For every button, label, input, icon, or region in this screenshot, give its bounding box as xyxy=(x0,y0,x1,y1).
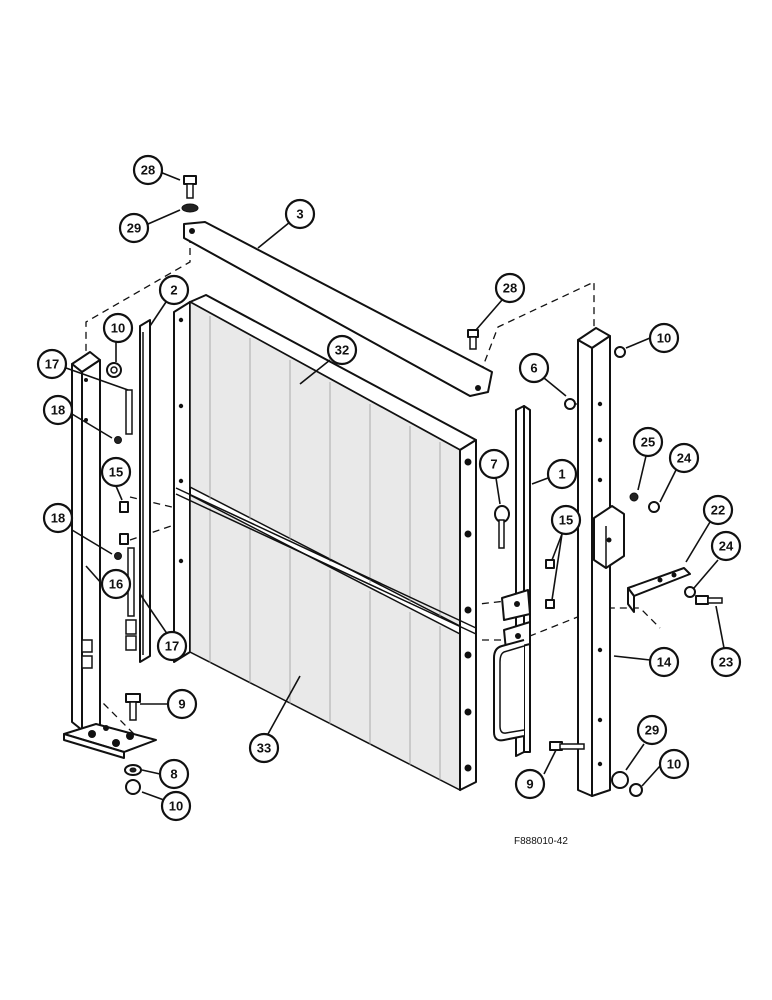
svg-text:16: 16 xyxy=(109,577,123,592)
svg-text:28: 28 xyxy=(141,163,155,178)
callout-24: 24 xyxy=(710,530,742,562)
svg-text:22: 22 xyxy=(711,503,725,518)
fasteners xyxy=(106,175,723,797)
leader-lines xyxy=(65,171,725,801)
left-pins-and-latches xyxy=(114,389,137,651)
svg-text:6: 6 xyxy=(530,361,537,376)
callout-16: 16 xyxy=(100,568,132,600)
right-upright-part-14 xyxy=(577,327,625,797)
svg-text:8: 8 xyxy=(170,767,177,782)
svg-text:17: 17 xyxy=(165,639,179,654)
callout-24: 24 xyxy=(668,442,700,474)
radiator-fins xyxy=(209,316,441,780)
svg-text:18: 18 xyxy=(51,403,65,418)
callout-28: 28 xyxy=(132,154,164,186)
callout-10: 10 xyxy=(658,748,690,780)
callout-18: 18 xyxy=(42,502,74,534)
svg-text:28: 28 xyxy=(503,281,517,296)
svg-text:10: 10 xyxy=(667,757,681,772)
callout-6: 6 xyxy=(518,352,550,384)
callout-15: 15 xyxy=(100,456,132,488)
left-upright-bracket xyxy=(63,351,157,759)
callout-10: 10 xyxy=(648,322,680,354)
callout-2: 2 xyxy=(158,274,190,306)
svg-text:3: 3 xyxy=(296,207,303,222)
left-strip-part-2 xyxy=(139,319,151,663)
figure-code: F888010-42 xyxy=(514,836,568,847)
callouts: 28 29 3 2 28 10 32 17 18 6 10 15 7 1 25 … xyxy=(36,154,742,822)
radiator-assembly xyxy=(173,294,477,792)
svg-text:29: 29 xyxy=(127,221,141,236)
svg-text:9: 9 xyxy=(178,697,185,712)
callout-23: 23 xyxy=(710,646,742,678)
svg-text:33: 33 xyxy=(257,741,271,756)
svg-text:1: 1 xyxy=(558,467,565,482)
svg-text:32: 32 xyxy=(335,343,349,358)
svg-text:10: 10 xyxy=(169,799,183,814)
callout-1: 1 xyxy=(546,458,578,490)
callout-10: 10 xyxy=(102,312,134,344)
callout-28: 28 xyxy=(494,272,526,304)
door-strip-part-1 xyxy=(493,405,531,757)
svg-text:10: 10 xyxy=(657,331,671,346)
svg-text:9: 9 xyxy=(526,777,533,792)
svg-text:7: 7 xyxy=(490,457,497,472)
svg-text:15: 15 xyxy=(109,465,123,480)
callout-29: 29 xyxy=(118,212,150,244)
callout-25: 25 xyxy=(632,426,664,458)
callout-10: 10 xyxy=(160,790,192,822)
svg-text:18: 18 xyxy=(51,511,65,526)
svg-text:2: 2 xyxy=(170,283,177,298)
callout-14: 14 xyxy=(648,646,680,678)
svg-text:10: 10 xyxy=(111,321,125,336)
callout-7: 7 xyxy=(478,448,510,480)
callout-3: 3 xyxy=(284,198,316,230)
callout-17: 17 xyxy=(156,630,188,662)
callout-33: 33 xyxy=(248,732,280,764)
svg-text:14: 14 xyxy=(657,655,672,670)
svg-text:23: 23 xyxy=(719,655,733,670)
callout-18: 18 xyxy=(42,394,74,426)
right-bracket-part-22 xyxy=(627,567,691,613)
pin-part-7 xyxy=(494,505,510,549)
callout-17: 17 xyxy=(36,348,68,380)
svg-text:15: 15 xyxy=(559,513,573,528)
svg-text:24: 24 xyxy=(677,451,692,466)
svg-text:24: 24 xyxy=(719,539,734,554)
top-bar-part-3 xyxy=(183,221,493,397)
callout-9: 9 xyxy=(166,688,198,720)
svg-text:17: 17 xyxy=(45,357,59,372)
callout-9: 9 xyxy=(514,768,546,800)
callout-29: 29 xyxy=(636,714,668,746)
callout-8: 8 xyxy=(158,758,190,790)
callout-22: 22 xyxy=(702,494,734,526)
callout-32: 32 xyxy=(326,334,358,366)
callout-15: 15 xyxy=(550,504,582,536)
svg-text:29: 29 xyxy=(645,723,659,738)
svg-text:25: 25 xyxy=(641,435,655,450)
